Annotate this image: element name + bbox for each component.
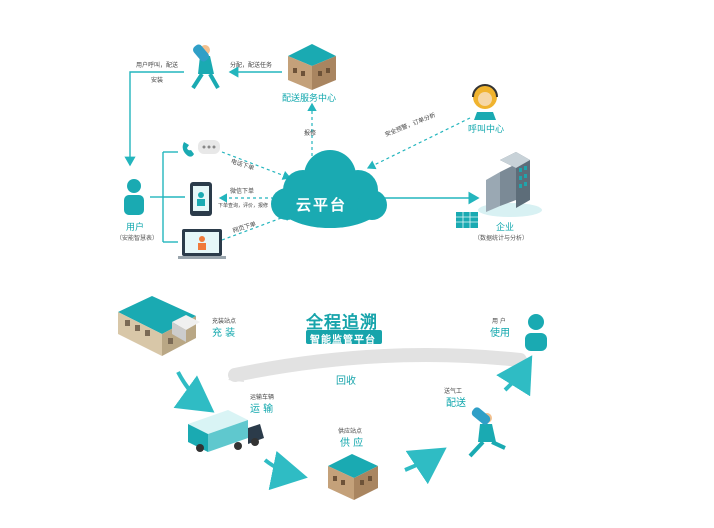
cloud-label: 云平台: [296, 196, 348, 214]
truck-icon: [188, 410, 264, 452]
user-icon: [124, 179, 144, 215]
delivery-worker-icon: [468, 407, 506, 458]
use-label: 使用: [490, 328, 510, 339]
call-center-label: 呼叫中心: [468, 125, 505, 135]
arrow-call-cloud: [366, 117, 471, 170]
user-sublabel: （安能智慧表）: [116, 235, 159, 242]
edge-label-install: 安装: [151, 77, 164, 84]
arrow-supply-deliver: [404, 447, 447, 485]
subtitle-pill: [306, 330, 382, 344]
dispatch-center-label: 配送服务中心: [282, 94, 337, 104]
edge-label-dispatch: 报修: [304, 130, 317, 137]
use-small-label: 用 户: [492, 318, 506, 325]
laptop-icon: [178, 229, 226, 259]
courier-icon: [191, 44, 220, 90]
mobile-phone-icon: [190, 182, 212, 216]
fill-small-label: 充装站点: [212, 318, 237, 325]
edge-label-assign: 分配，配送任务: [230, 62, 273, 69]
supply-small-label: 供应站点: [338, 428, 363, 435]
filling-station-icon: [118, 296, 200, 356]
deliver-small-label: 送气工: [444, 388, 463, 395]
enterprise-building-icon: [478, 152, 542, 217]
user-label: 用户: [126, 223, 145, 233]
enterprise-sublabel: （数据统计与分析）: [474, 235, 529, 242]
cloud-platform-icon: [271, 150, 387, 228]
recycle-label: 回收: [336, 376, 356, 387]
arrow-transport-supply: [263, 450, 308, 491]
enterprise-label: 企业: [496, 223, 515, 233]
recycle-arc: [228, 348, 527, 382]
spreadsheet-icon: [456, 212, 478, 228]
trace-title: 全程追溯: [306, 313, 378, 333]
arrow-courier-user: [124, 71, 184, 167]
edge-label-mobile: 微信下单: [230, 188, 255, 195]
supply-label: 供 应: [340, 438, 364, 449]
fill-label: 充 装: [212, 328, 236, 339]
arrow-deliver-use: [496, 355, 533, 397]
deliver-label: 配送: [446, 398, 466, 409]
edge-label-mobile-sub: 下单查询，评价，报修: [218, 203, 269, 209]
end-user-icon: [525, 314, 547, 351]
transport-label: 运 输: [250, 404, 274, 415]
arrow-phone-cloud: [221, 151, 292, 180]
transport-small-label: 运输车辆: [250, 394, 275, 401]
arrow-fill-transport: [173, 371, 215, 413]
dispatch-building-icon: [288, 44, 336, 90]
edge-label-courier-user: 用户呼叫，配送: [136, 62, 179, 69]
trace-subtitle: 智能监管平台: [310, 335, 376, 346]
phone-icon: [182, 140, 220, 157]
call-center-icon: [472, 84, 498, 120]
supply-station-icon: [328, 454, 378, 500]
